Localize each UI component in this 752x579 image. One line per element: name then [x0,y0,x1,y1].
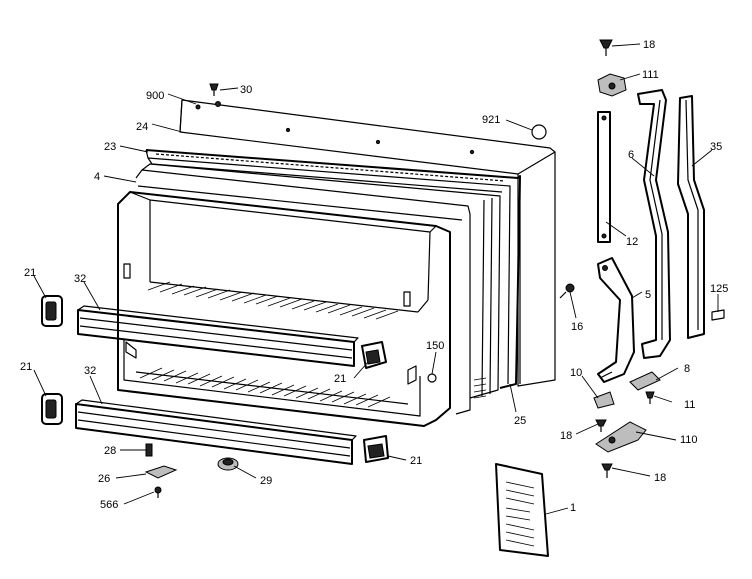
callout-11: 11 [684,399,695,411]
callout-111: 111 [642,69,659,81]
callout-110: 110 [680,434,698,446]
callout-18-bottom: 18 [654,472,666,484]
door-gasket [145,149,521,389]
door-frame [135,163,501,415]
callout-6: 6 [628,149,634,161]
hinge-parts [559,39,725,478]
callout-900: 900 [146,90,164,102]
callout-18-mid: 18 [560,430,572,442]
callout-21-lower: 21 [410,455,422,467]
callout-921: 921 [482,114,500,126]
callout-32-upper: 32 [74,273,86,285]
callout-21-lower-left: 21 [20,361,32,373]
callout-5: 5 [645,289,651,301]
callout-18-top: 18 [643,39,655,51]
callout-35: 35 [710,141,722,153]
callout-25: 25 [514,415,526,427]
owners-manual [495,463,549,557]
callout-566: 566 [100,499,118,511]
callout-16: 16 [571,321,583,333]
callout-29: 29 [260,475,272,487]
callout-24: 24 [136,121,148,133]
callout-12: 12 [626,236,638,248]
callout-150: 150 [426,340,444,352]
callout-8: 8 [684,363,690,375]
callout-4: 4 [94,171,100,183]
lower-door-shelf-bar [75,399,357,465]
callout-numbers: 18 111 30 900 921 24 23 6 35 4 12 21 32 … [20,39,728,514]
upper-door-shelf-bar [77,305,359,367]
callout-32-lower: 32 [84,365,96,377]
leader-lines [33,43,719,515]
callout-30: 30 [240,84,252,96]
callout-21-upper-left: 21 [24,267,36,279]
shelf-end-caps [41,295,389,463]
callout-23: 23 [104,141,116,153]
small-hardware [144,83,437,498]
callout-125: 125 [710,283,728,295]
callout-21-middle: 21 [334,373,346,385]
callout-28: 28 [104,445,116,457]
callout-10: 10 [570,367,582,379]
callout-1: 1 [570,502,576,514]
callout-26: 26 [98,473,110,485]
inner-door-liner [117,191,451,427]
